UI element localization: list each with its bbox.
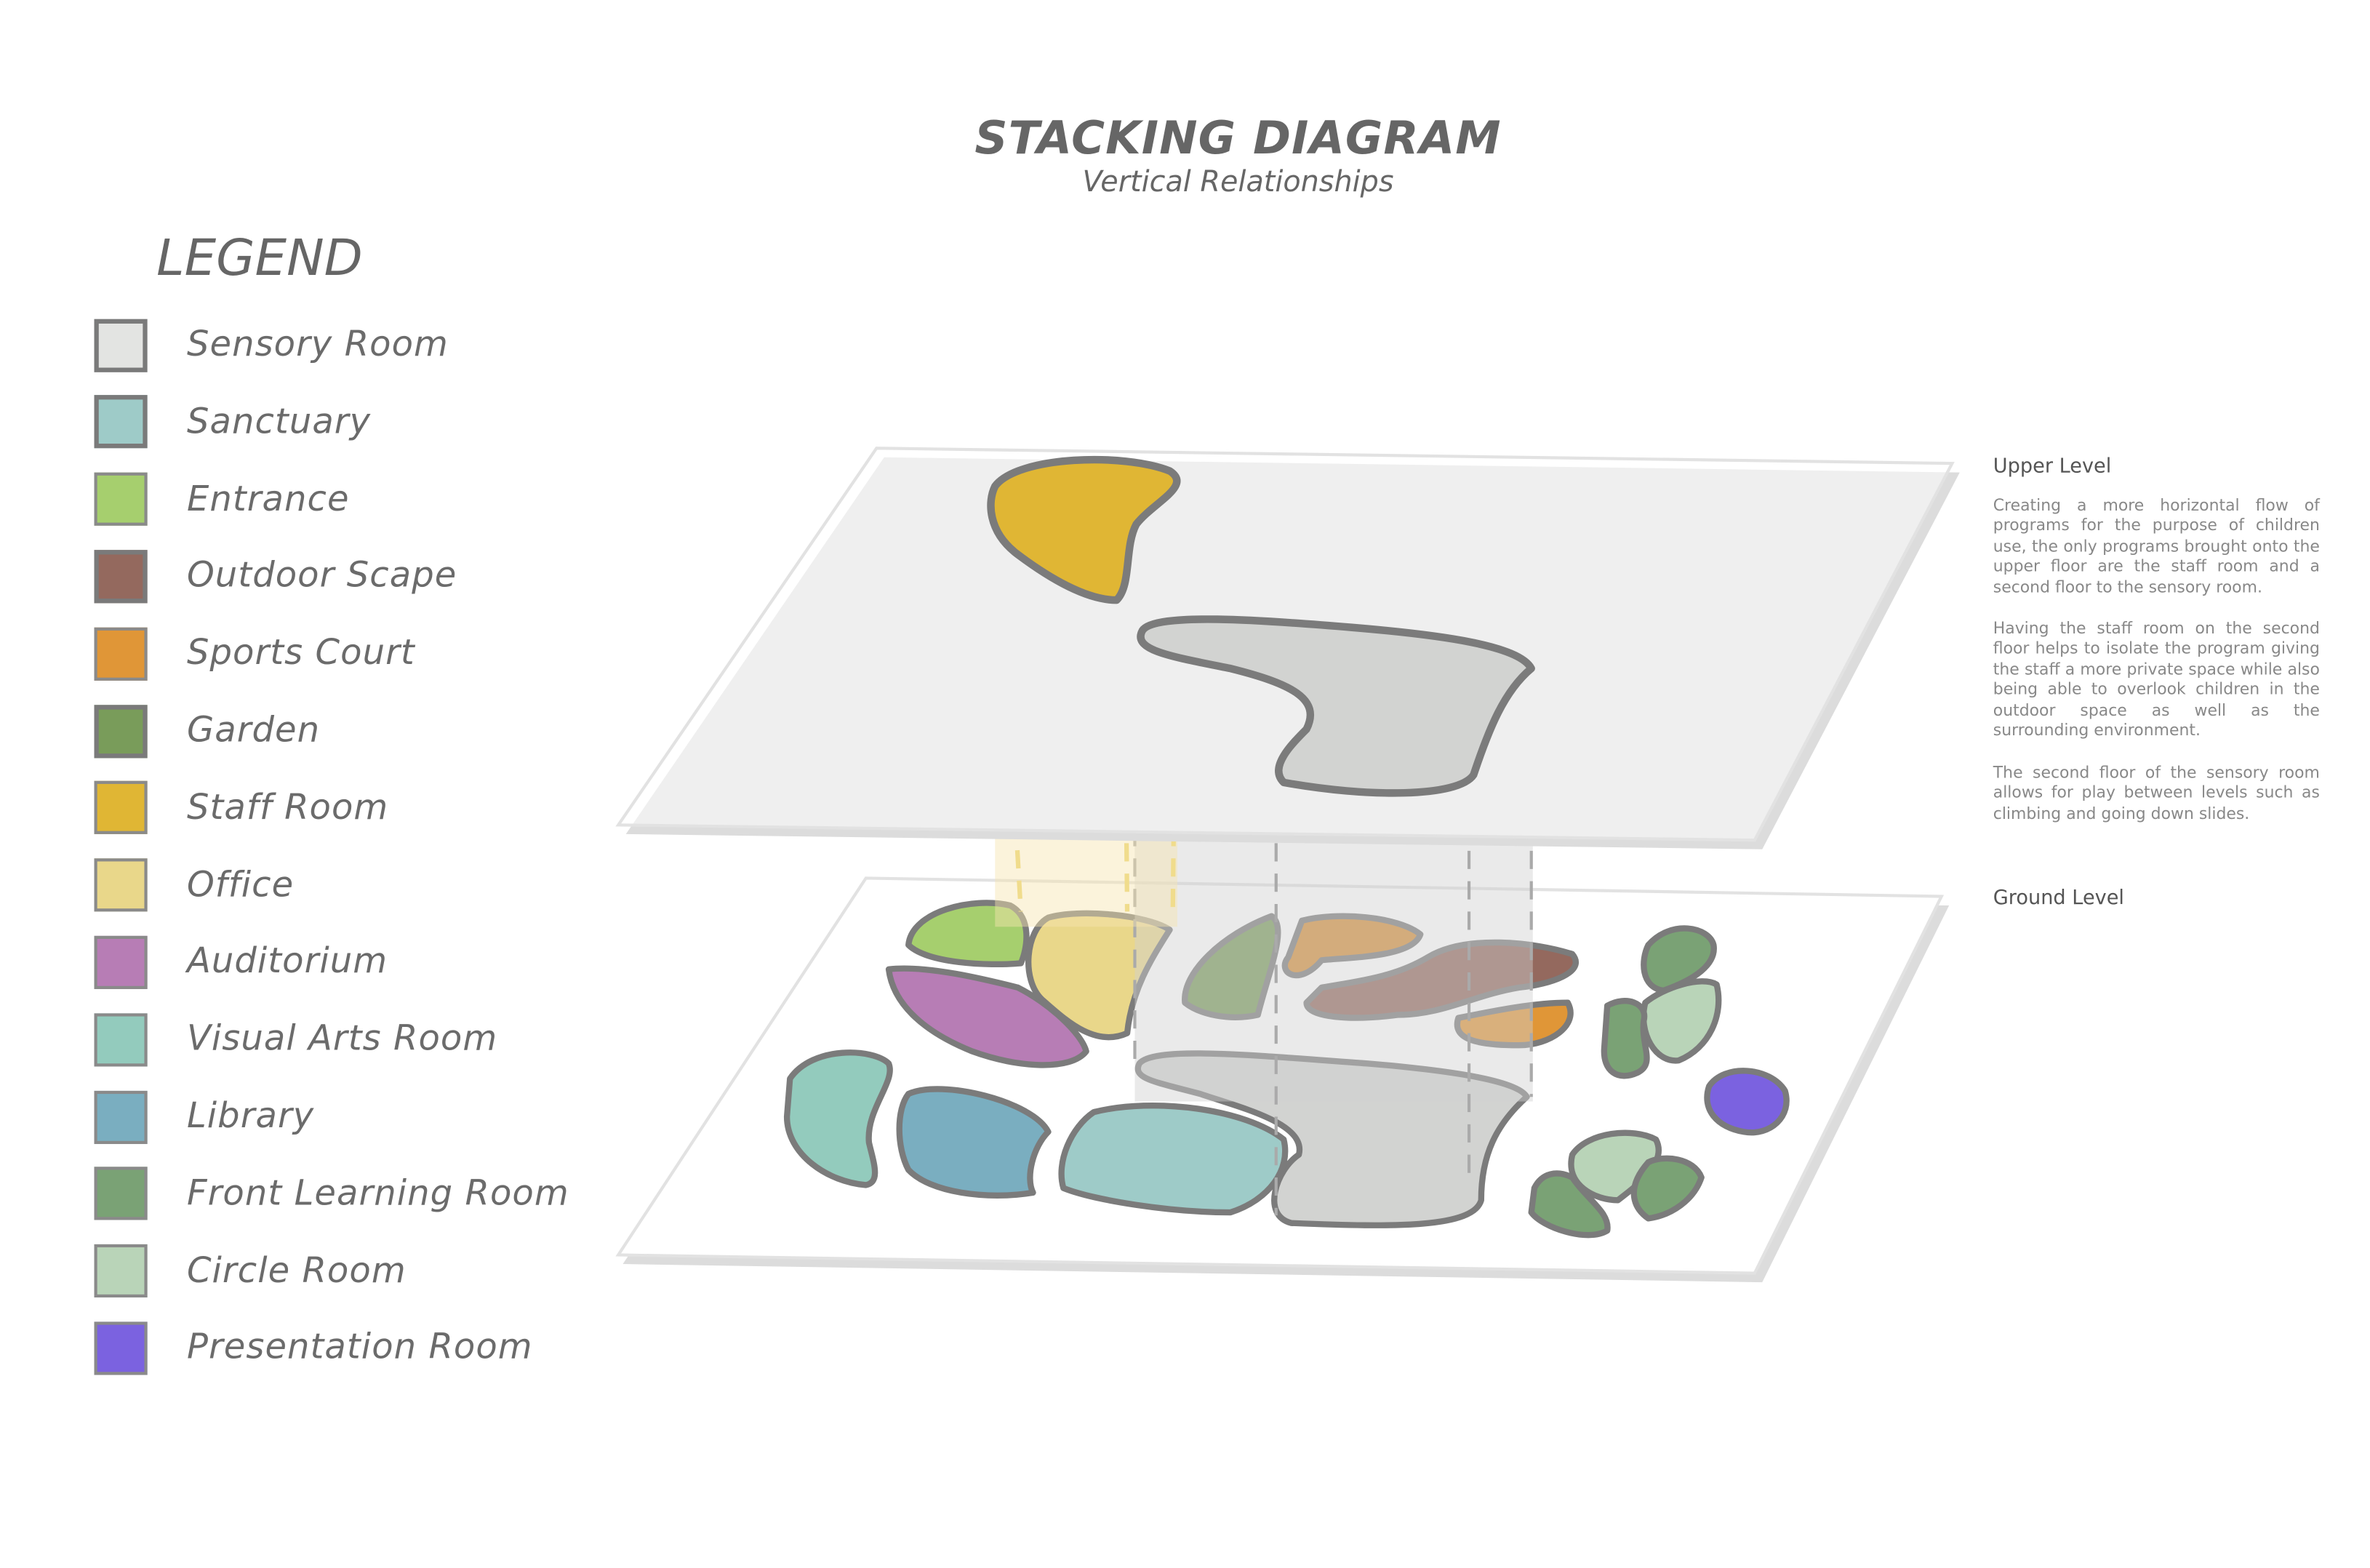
legend-label: Presentation Room bbox=[186, 1328, 533, 1368]
room-front-learning-4 bbox=[1630, 1155, 1705, 1222]
legend-item: Sensory Room bbox=[94, 318, 449, 372]
legend-item: Outdoor Scape bbox=[94, 549, 457, 604]
legend-swatch bbox=[94, 472, 148, 526]
room-staff-upper bbox=[987, 455, 1181, 604]
room-front-learning-3 bbox=[1528, 1170, 1611, 1239]
room-sanctuary bbox=[1058, 1102, 1289, 1216]
room-auditorium bbox=[885, 965, 1089, 1068]
legend-item: Circle Room bbox=[94, 1244, 407, 1298]
legend-label: Outdoor Scape bbox=[186, 556, 457, 596]
legend-label: Staff Room bbox=[186, 788, 389, 828]
upper-level-paragraph-3: The second floor of the sensory room all… bbox=[1993, 764, 2320, 823]
legend-item: Presentation Room bbox=[94, 1321, 533, 1375]
legend-title: LEGEND bbox=[156, 228, 363, 287]
room-presentation bbox=[1704, 1068, 1790, 1136]
legend-item: Sanctuary bbox=[94, 395, 372, 449]
legend-label: Library bbox=[186, 1097, 315, 1137]
legend-item: Entrance bbox=[94, 472, 350, 527]
legend-swatch bbox=[94, 627, 148, 681]
legend-swatch bbox=[94, 1167, 148, 1221]
legend-label: Garden bbox=[186, 711, 321, 751]
legend-swatch bbox=[94, 1321, 148, 1375]
legend-item: Front Learning Room bbox=[94, 1167, 569, 1221]
legend-item: Visual Arts Room bbox=[94, 1012, 498, 1067]
legend-label: Entrance bbox=[186, 479, 350, 519]
legend-label: Office bbox=[186, 865, 295, 905]
legend-swatch bbox=[94, 935, 148, 989]
legend-label: Auditorium bbox=[186, 942, 388, 983]
room-sensory-upper bbox=[1137, 615, 1535, 797]
legend-label: Circle Room bbox=[186, 1251, 407, 1291]
legend-item: Sports Court bbox=[94, 626, 415, 681]
legend-swatch bbox=[94, 858, 148, 912]
legend-item: Office bbox=[94, 857, 295, 912]
page-subtitle: Vertical Relationships bbox=[1082, 165, 1394, 199]
room-sensory-ground bbox=[1134, 1050, 1530, 1228]
room-outdoor-scape bbox=[1303, 939, 1579, 1021]
legend-item: Staff Room bbox=[94, 780, 389, 835]
page-title: STACKING DIAGRAM bbox=[974, 112, 1502, 166]
room-front-learning-2 bbox=[1601, 998, 1650, 1079]
legend-swatch bbox=[94, 781, 148, 835]
legend-swatch bbox=[94, 704, 148, 758]
ground-level-title: Ground Level bbox=[1993, 887, 2124, 911]
legend-label: Front Learning Room bbox=[186, 1174, 569, 1214]
legend-label: Sports Court bbox=[186, 633, 415, 673]
upper-level-paragraph-1: Creating a more horizontal flow of progr… bbox=[1993, 497, 2320, 597]
legend-swatch bbox=[94, 1244, 148, 1298]
legend-item: Garden bbox=[94, 703, 321, 758]
room-entrance bbox=[905, 900, 1030, 968]
legend-swatch bbox=[94, 1012, 148, 1066]
room-visual-arts bbox=[783, 1049, 893, 1188]
legend-label: Sanctuary bbox=[186, 402, 372, 442]
upper-level-paragraph-2: Having the staff room on the second floo… bbox=[1993, 620, 2320, 740]
legend-swatch bbox=[94, 1089, 148, 1143]
room-library bbox=[896, 1086, 1052, 1199]
legend-swatch bbox=[94, 549, 148, 604]
room-front-learning-1 bbox=[1641, 925, 1717, 994]
legend-label: Visual Arts Room bbox=[186, 1020, 498, 1060]
room-circle-1 bbox=[1640, 978, 1722, 1064]
legend-label: Sensory Room bbox=[186, 325, 449, 365]
legend-swatch bbox=[94, 318, 148, 372]
legend-item: Library bbox=[94, 1089, 315, 1144]
room-sports-court-2 bbox=[1454, 999, 1574, 1049]
legend-item: Auditorium bbox=[94, 935, 388, 990]
upper-level-title: Upper Level bbox=[1993, 455, 2112, 479]
room-sports-court-1 bbox=[1281, 913, 1424, 979]
legend-swatch bbox=[94, 395, 148, 449]
room-office bbox=[1025, 910, 1173, 1041]
